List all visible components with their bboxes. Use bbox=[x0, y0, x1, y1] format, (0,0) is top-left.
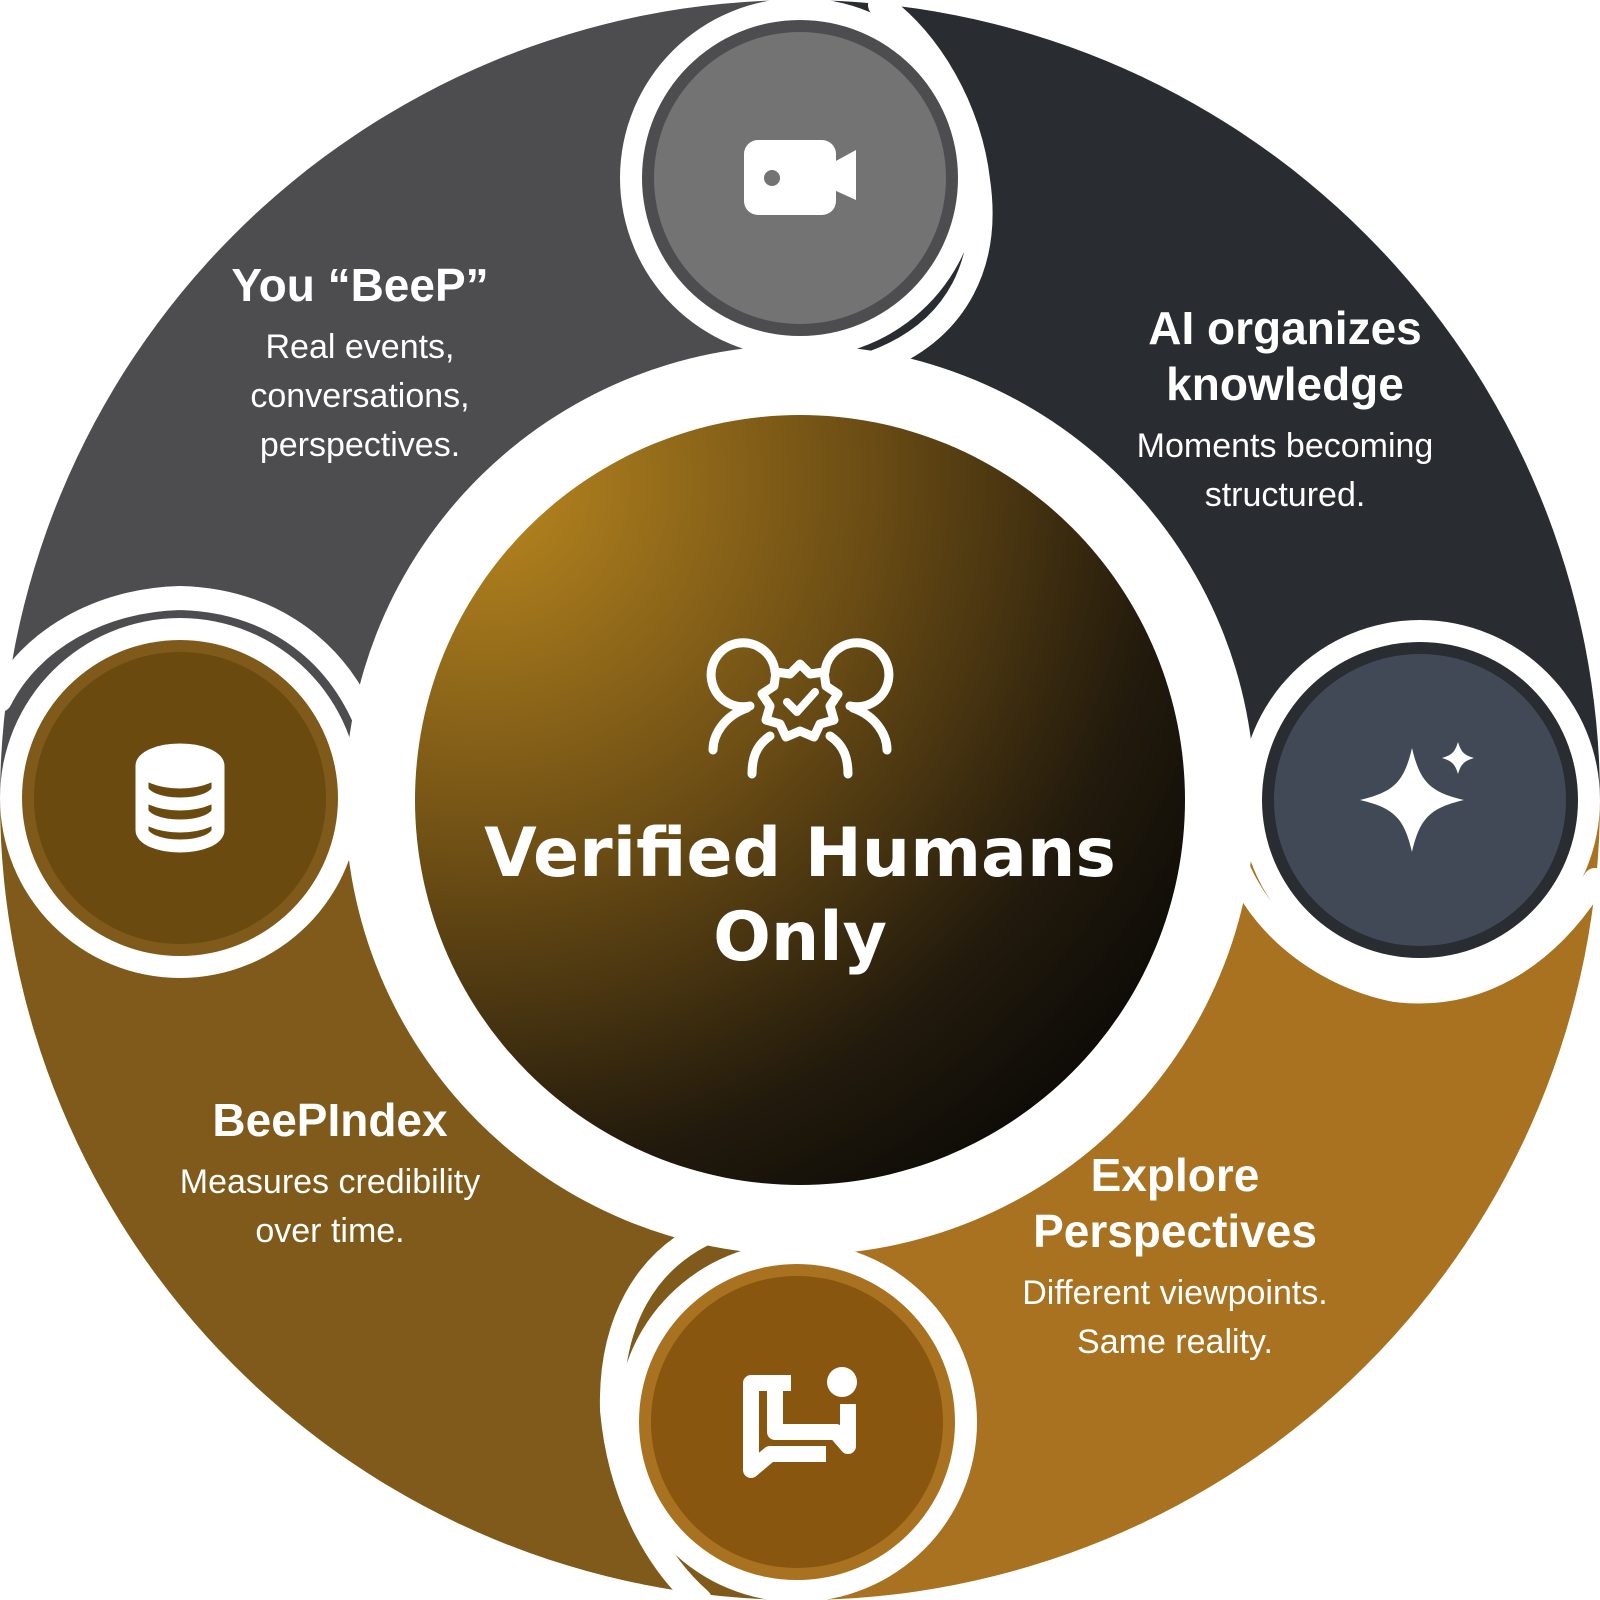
step-explore: Explore Perspectives Different viewpoint… bbox=[975, 1147, 1375, 1367]
center-title-line-1: Verified Humans bbox=[484, 814, 1116, 893]
step-title-line: BeePIndex bbox=[212, 1094, 448, 1146]
step-title-line: knowledge bbox=[1166, 358, 1404, 410]
step-title: Explore Perspectives bbox=[975, 1147, 1375, 1259]
step-description-line: Different viewpoints. bbox=[1022, 1274, 1328, 1312]
step-title-line: You “BeeP” bbox=[231, 259, 489, 311]
step-description: Measures credibility over time. bbox=[130, 1158, 530, 1256]
step-title-line: Perspectives bbox=[1033, 1205, 1317, 1257]
icon-circle-chat bbox=[617, 1242, 977, 1600]
step-beepindex: BeePIndex Measures credibility over time… bbox=[130, 1092, 530, 1256]
step-title-line: Explore bbox=[1090, 1149, 1260, 1201]
video-camera-icon bbox=[744, 140, 856, 215]
center-title-line-2: Only bbox=[713, 898, 887, 977]
step-description-line: Moments becoming bbox=[1136, 427, 1434, 465]
center-title: Verified Humans Only bbox=[415, 812, 1185, 980]
step-title: AI organizes knowledge bbox=[1100, 300, 1470, 412]
step-description-line: Measures credibility bbox=[179, 1163, 481, 1201]
verified-users-icon bbox=[706, 638, 894, 779]
chat-bubbles-icon bbox=[743, 1367, 857, 1478]
step-description-line: structured. bbox=[1204, 476, 1366, 514]
step-ai: AI organizes knowledge Moments becoming … bbox=[1100, 300, 1470, 520]
step-title: You “BeeP” bbox=[200, 257, 520, 313]
step-description: Moments becoming structured. bbox=[1100, 422, 1470, 520]
step-description-line: perspectives. bbox=[259, 426, 461, 464]
step-description: Different viewpoints. Same reality. bbox=[975, 1269, 1375, 1367]
step-beep: You “BeeP” Real events, conversations, p… bbox=[200, 257, 520, 470]
database-icon bbox=[135, 743, 225, 853]
step-description-line: over time. bbox=[255, 1212, 405, 1250]
step-description-line: Real events, bbox=[265, 328, 455, 366]
step-description: Real events, conversations, perspectives… bbox=[200, 323, 520, 470]
step-description-line: Same reality. bbox=[1077, 1323, 1273, 1361]
step-title: BeePIndex bbox=[130, 1092, 530, 1148]
center-circle bbox=[415, 415, 1185, 1185]
step-title-line: AI organizes bbox=[1148, 302, 1422, 354]
step-description-line: conversations, bbox=[250, 377, 470, 415]
sparkle-icon bbox=[1360, 742, 1474, 852]
